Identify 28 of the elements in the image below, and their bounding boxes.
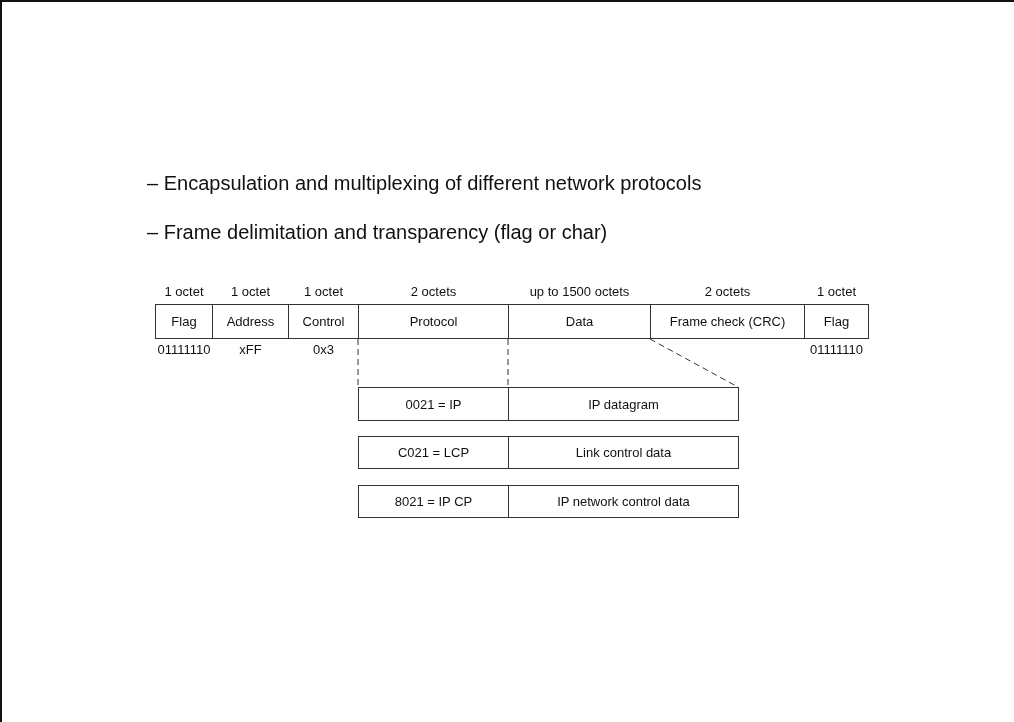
projection-line [507,338,509,388]
frame-field: Flag [804,304,869,339]
protocol-field: C021 = LCP [358,436,509,469]
field-value-label: 01111110 [810,342,863,357]
field-size-label: 2 octets [704,284,751,299]
field-size-label: 1 octet [231,284,270,299]
field-size-label: up to 1500 octets [529,284,630,299]
frame-field: Control [288,304,359,339]
bullet-text: – Frame delimitation and transparency (flag or char) [147,221,608,244]
field-size-label: 1 octet [304,284,343,299]
protocol-field: 8021 = IP CP [358,485,509,518]
field-size-label: 2 octets [410,284,457,299]
frame-field: Flag [155,304,213,339]
field-value-label: xFF [239,342,262,357]
field-size-label: 1 octet [817,284,856,299]
protocol-field: 0021 = IP [358,387,509,421]
frame-field: Frame check (CRC) [650,304,805,339]
protocol-field: IP datagram [508,387,739,421]
frame-field: Protocol [358,304,509,339]
field-value-label: 01111110 [157,342,211,357]
frame-field: Data [508,304,651,339]
protocol-field: Link control data [508,436,739,469]
projection-line [357,338,359,388]
field-value-label: 0x3 [313,342,334,357]
bullet-text: – Encapsulation and multiplexing of different network protocols [147,172,702,195]
protocol-field: IP network control data [508,485,739,518]
field-size-label: 1 octet [164,284,204,299]
frame-field: Address [212,304,289,339]
